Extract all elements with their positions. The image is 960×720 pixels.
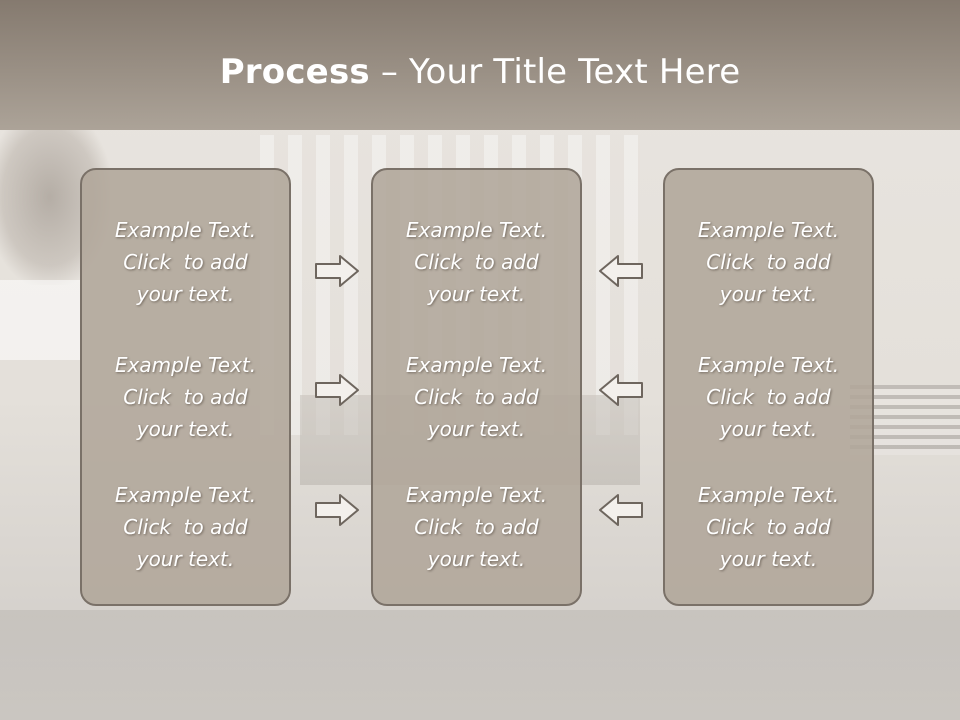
text-line: your text. bbox=[719, 417, 818, 441]
left-arrow-icon bbox=[599, 255, 643, 287]
floor-background-image bbox=[0, 610, 960, 720]
text-placeholder[interactable]: Example Text. Click to add your text. bbox=[373, 214, 580, 310]
text-line: Click to add bbox=[414, 515, 539, 539]
process-box-left[interactable]: Example Text. Click to add your text. Ex… bbox=[80, 168, 291, 606]
title-rest-text: – Your Title Text Here bbox=[369, 52, 741, 92]
text-line: Example Text. bbox=[697, 483, 840, 507]
title-bar: Process – Your Title Text Here bbox=[0, 0, 960, 130]
title-bold-text: Process bbox=[219, 52, 370, 92]
text-line: Click to add bbox=[123, 250, 248, 274]
text-line: Example Text. bbox=[405, 218, 548, 242]
text-line: Click to add bbox=[414, 385, 539, 409]
right-arrow-icon bbox=[315, 374, 359, 406]
text-line: Click to add bbox=[706, 515, 831, 539]
right-arrow-icon bbox=[315, 255, 359, 287]
text-line: your text. bbox=[719, 547, 818, 571]
text-line: Example Text. bbox=[114, 218, 257, 242]
text-line: your text. bbox=[136, 547, 235, 571]
text-placeholder[interactable]: Example Text. Click to add your text. bbox=[82, 349, 289, 445]
window-background-image bbox=[0, 280, 80, 360]
text-placeholder[interactable]: Example Text. Click to add your text. bbox=[373, 349, 580, 445]
text-line: Click to add bbox=[706, 250, 831, 274]
text-line: your text. bbox=[136, 417, 235, 441]
text-line: Example Text. bbox=[114, 483, 257, 507]
text-line: Click to add bbox=[123, 515, 248, 539]
text-line: Example Text. bbox=[697, 218, 840, 242]
text-placeholder[interactable]: Example Text. Click to add your text. bbox=[82, 479, 289, 575]
text-line: your text. bbox=[427, 547, 526, 571]
text-line: Example Text. bbox=[405, 483, 548, 507]
text-line: your text. bbox=[719, 282, 818, 306]
process-box-right[interactable]: Example Text. Click to add your text. Ex… bbox=[663, 168, 874, 606]
text-placeholder[interactable]: Example Text. Click to add your text. bbox=[665, 349, 872, 445]
text-line: your text. bbox=[136, 282, 235, 306]
text-line: Click to add bbox=[414, 250, 539, 274]
text-placeholder[interactable]: Example Text. Click to add your text. bbox=[82, 214, 289, 310]
left-arrow-icon bbox=[599, 494, 643, 526]
text-line: Click to add bbox=[123, 385, 248, 409]
text-placeholder[interactable]: Example Text. Click to add your text. bbox=[373, 479, 580, 575]
text-line: your text. bbox=[427, 417, 526, 441]
text-line: Click to add bbox=[706, 385, 831, 409]
text-line: Example Text. bbox=[114, 353, 257, 377]
text-line: Example Text. bbox=[697, 353, 840, 377]
text-line: Example Text. bbox=[405, 353, 548, 377]
process-box-center[interactable]: Example Text. Click to add your text. Ex… bbox=[371, 168, 582, 606]
right-arrow-icon bbox=[315, 494, 359, 526]
text-line: your text. bbox=[427, 282, 526, 306]
left-arrow-icon bbox=[599, 374, 643, 406]
text-placeholder[interactable]: Example Text. Click to add your text. bbox=[665, 479, 872, 575]
slide-title[interactable]: Process – Your Title Text Here bbox=[0, 52, 960, 92]
text-placeholder[interactable]: Example Text. Click to add your text. bbox=[665, 214, 872, 310]
